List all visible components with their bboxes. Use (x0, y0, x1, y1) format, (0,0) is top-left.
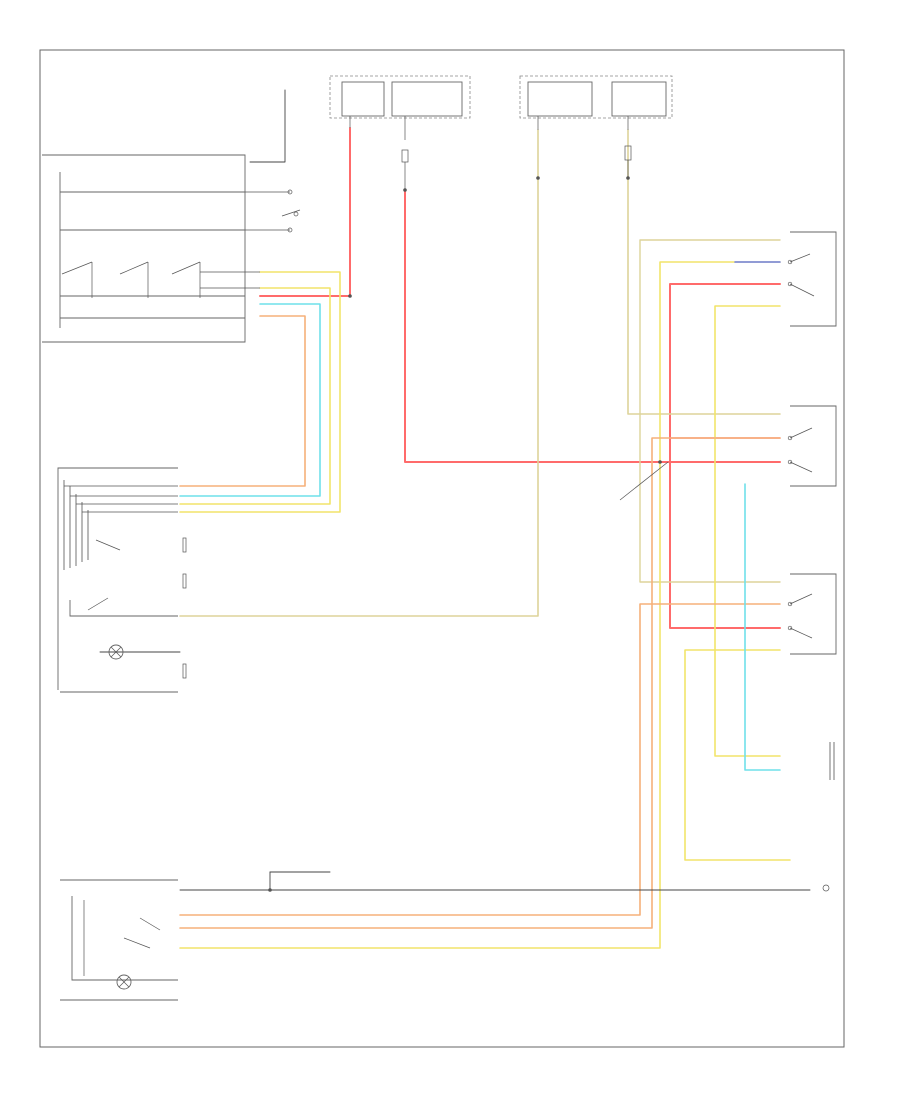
wire-tan-right-1 (627, 129, 781, 415)
climate-control-panel (42, 154, 299, 343)
blower-switch (60, 879, 178, 1001)
wire-yellow-right-2 (714, 305, 781, 757)
ground-symbol-icon (281, 209, 830, 892)
wire-orange-right-1 (179, 437, 781, 929)
fuse-box-top (329, 75, 471, 190)
wire-red-right-column (669, 283, 781, 629)
components (42, 75, 837, 1001)
wire-orange-right-2 (179, 603, 781, 916)
connector-block-right (829, 742, 835, 780)
wire-yellow-panel-1 (179, 271, 341, 513)
leader-line (619, 461, 669, 501)
wires (99, 89, 811, 949)
wire-yellow-right-3 (684, 649, 791, 861)
wire-cyan-right (744, 483, 781, 771)
relay-block-2 (787, 405, 837, 487)
heater-control-module (57, 467, 187, 693)
splice-points (268, 176, 662, 892)
relay-block-3 (787, 573, 837, 655)
wire-tan-heater (179, 129, 539, 617)
wire-orange-panel (179, 315, 306, 487)
wire-yellow-right-1 (179, 261, 781, 949)
wire-red-fuse-to-panel (259, 127, 351, 297)
fuse-box-right (519, 75, 673, 178)
diagram-frame (39, 49, 845, 1048)
wire-yellow-panel-2 (179, 287, 331, 505)
wire-cyan-panel (179, 303, 321, 497)
relay-block-1 (787, 231, 837, 327)
wire-black-top (249, 89, 286, 163)
wire-tan-right-2 (639, 239, 781, 583)
wire-red-fuse-to-relay (404, 189, 781, 463)
